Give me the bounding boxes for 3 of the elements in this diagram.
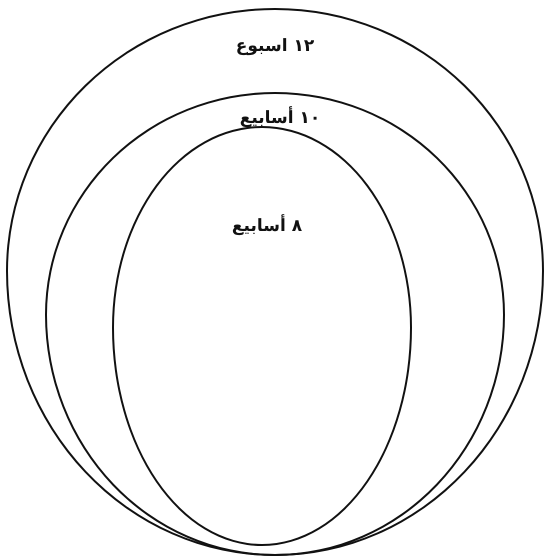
week-label: ١٢ اسبوع — [236, 36, 314, 56]
week-label: ٨ أسابيع — [232, 216, 302, 236]
week-label: ١٠ أسابيع — [240, 108, 320, 128]
